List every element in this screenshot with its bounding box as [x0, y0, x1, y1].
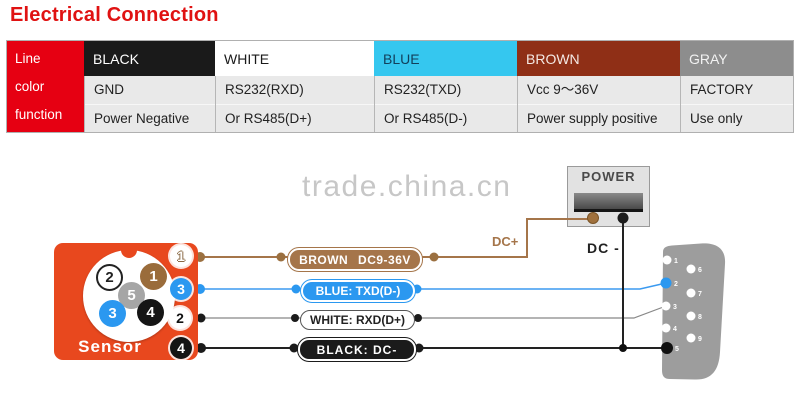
db9-pin-9 [686, 333, 696, 343]
sensor-pin-1: 1 [140, 263, 167, 290]
white-function-cell: RS232(RXD) Or RS485(D+) [215, 76, 374, 132]
black-function-line1: GND [85, 76, 215, 105]
db9-pin-1-number: 1 [674, 258, 678, 265]
gray-header: GRAY [680, 41, 793, 76]
white-wire-sensor-dot [196, 313, 206, 323]
brown-pill-left-dot [276, 252, 286, 262]
white-function-line2: Or RS485(D+) [225, 111, 312, 126]
black-wire-pill: BLACK: DC- [298, 338, 416, 361]
brown-function-cell: Vcc 9～36V Power supply positive [517, 76, 680, 132]
db9-pin-1 [662, 255, 672, 265]
table-column-gray: GRAY FACTORY Use only [680, 41, 793, 132]
header-color: color [15, 78, 45, 94]
table-column-white: WHITE RS232(RXD) Or RS485(D+) [215, 41, 374, 132]
db9-pin-3 [661, 301, 671, 311]
db9-pin-6 [686, 264, 696, 274]
brown-function-line2: Power supply positive [527, 111, 658, 126]
black-function-cell: GND Power Negative [84, 76, 215, 132]
black-wire-sensor-dot [196, 343, 206, 353]
black-wire-junction-dot [619, 344, 627, 352]
blue-function-cell: RS232(TXD) Or RS485(D-) [374, 76, 517, 132]
table-column-brown: BROWN Vcc 9～36V Power supply positive [517, 41, 680, 132]
power-supply-box: POWER [567, 166, 650, 227]
db9-connector-body [662, 243, 726, 380]
gray-function-line2: Use only [690, 111, 743, 126]
watermark-text: trade.china.cn [302, 170, 512, 203]
db9-pin-7 [686, 288, 696, 298]
db9-pin-3-number: 3 [673, 304, 677, 311]
power-terminal-strip [574, 193, 643, 212]
db9-pin-2 [660, 277, 672, 289]
black-function-line2: Power Negative [94, 111, 190, 126]
blue-function-line1: RS232(TXD) [375, 76, 517, 105]
sensor-connector: 2 1 5 3 4 Sensor 1 3 2 4 [54, 243, 198, 360]
black-pill-right-dot [414, 343, 424, 353]
header-function: function [15, 106, 63, 122]
blue-wire-pill: BLUE: TXD(D-) [301, 280, 415, 302]
db9-pin-7-number: 7 [698, 291, 702, 298]
sensor-pin-2: 2 [96, 264, 123, 291]
white-pill-right-dot [414, 314, 422, 322]
blue-pill-left-dot [291, 284, 301, 294]
sensor-edge-pin-2: 2 [169, 307, 191, 329]
db9-pin-4-number: 4 [673, 326, 677, 333]
blue-function-line2: Or RS485(D-) [384, 111, 468, 126]
db9-pin-5-number: 5 [675, 346, 679, 353]
db9-pin-6-number: 6 [698, 267, 702, 274]
table-column-black: BLACK GND Power Negative [84, 41, 215, 132]
sensor-edge-pin-4: 4 [170, 337, 192, 359]
power-dc-plus-terminal [587, 212, 599, 224]
sensor-keyway-notch [121, 248, 137, 258]
power-dc-minus-terminal [617, 212, 629, 224]
sensor-edge-pin-1: 1 [170, 245, 192, 267]
dc-minus-label: DC - [587, 240, 620, 256]
db9-pin-9-number: 9 [698, 336, 702, 343]
dc-plus-label: DC+ [492, 234, 519, 249]
sensor-pin-3: 3 [99, 300, 126, 327]
brown-function-line1: Vcc 9～36V [518, 76, 680, 105]
power-label: POWER [581, 169, 636, 184]
table-column-blue: BLUE RS232(TXD) Or RS485(D-) [374, 41, 517, 132]
white-pill-left-dot [291, 314, 299, 322]
sensor-edge-pin-3: 3 [170, 278, 192, 300]
db9-pin-4 [661, 323, 671, 333]
white-wire [201, 305, 667, 319]
white-wire-pill: WHITE: RXD(D+) [300, 310, 415, 330]
black-pill-left-dot [289, 343, 299, 353]
white-header: WHITE [215, 41, 374, 76]
gray-function-cell: FACTORY Use only [680, 76, 793, 132]
sensor-label: Sensor [78, 337, 142, 356]
brown-pill-right-dot [429, 252, 439, 262]
page-title: Electrical Connection [10, 4, 219, 26]
db9-pin-8-number: 8 [698, 314, 702, 321]
sensor-pin-4: 4 [137, 299, 164, 326]
brown-header: BROWN [517, 41, 680, 76]
table-header-line-color-function: Line color function [7, 41, 84, 132]
blue-wire [200, 282, 667, 290]
white-function-line1: RS232(RXD) [216, 76, 374, 105]
wire-color-table: Line color function BLACK GND Power Nega… [6, 40, 794, 133]
gray-function-line1: FACTORY [681, 76, 793, 105]
db9-pin-8 [686, 311, 696, 321]
brown-wire-pill: BROWN DC9-36V [288, 248, 422, 271]
db9-pin-2-number: 2 [674, 281, 678, 288]
black-header: BLACK [84, 41, 215, 76]
db9-pin-5 [661, 342, 673, 354]
blue-header: BLUE [374, 41, 517, 76]
header-line: Line [15, 51, 41, 67]
